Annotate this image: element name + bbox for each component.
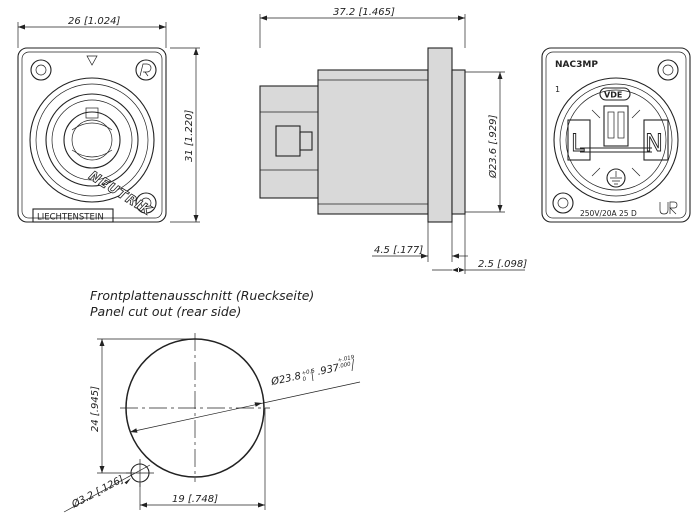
live-label: L (571, 129, 585, 157)
neutral-terminal (643, 119, 669, 161)
mounting-flange (427, 47, 453, 223)
offset-dimension: 2.5 [.098] (478, 259, 527, 270)
front-height-dimension: 31 [1.220] (184, 110, 195, 162)
neutral-label: N (645, 129, 663, 157)
front-width-dimension: 26 [1.024] (68, 16, 120, 27)
rear-view: NAC3MP 1 VDE L N 250V/20A 25 D (541, 47, 691, 223)
rear-contacts (259, 85, 321, 199)
mount-hole-bottom-right (135, 192, 157, 214)
ur-mark-icon (659, 201, 678, 215)
hole-inch-tol-upper: +.019 (337, 354, 355, 363)
cutout-width-dimension: 19 [.748] (172, 494, 218, 505)
small-hole-dimension: Ø3.2 [.126] (69, 473, 126, 511)
hole-tolerance-upper: +0.5 (301, 368, 316, 377)
latch-logo-icon (135, 59, 157, 81)
side-view: 37.2 [1.465] Ø23.6 [.929] 4.5 [.177] 2. (259, 7, 527, 274)
mount-hole-top-left (30, 59, 52, 81)
receptacle-outer-ring (29, 77, 155, 203)
hole-diameter-dimension: Ø23.8 (269, 370, 302, 388)
rear-plate (541, 47, 691, 223)
latch-triangle-icon (86, 55, 98, 66)
live-terminal (567, 119, 591, 161)
vde-label: VDE (604, 91, 622, 100)
hole-inch-tol-lower: .000 (338, 361, 352, 370)
rear-mount-hole-top-right (657, 59, 679, 81)
model-label: NAC3MP (555, 60, 598, 70)
receptacle-inner-insert (63, 111, 121, 169)
rating-label: 250V/20A 25 D (580, 209, 637, 218)
hole-inch-dimension: .937 (316, 362, 341, 378)
panel-cutout: Frontplattenausschnitt (Rueckseite) Pane… (63, 288, 361, 513)
cutout-height-dimension: 24 [.945] (90, 386, 101, 432)
label-plate-text: LIECHTENSTEIN (37, 213, 104, 223)
side-diameter-dimension: Ø23.6 [.929] (487, 115, 499, 179)
rear-mount-hole-bottom-left (552, 192, 574, 214)
rear-insert-outer (553, 77, 679, 203)
hole-tolerance-lower: 0 (302, 376, 307, 383)
earth-icon (606, 168, 626, 188)
flange-thickness-dimension: 4.5 [.177] (374, 245, 423, 256)
front-view: 26 [1.024] 31 [1.220] NEUTRIK LIECHT (17, 16, 200, 223)
vde-badge (599, 87, 631, 101)
side-length-dimension: 37.2 [1.465] (333, 7, 395, 18)
pin-1-label: 1 (555, 85, 560, 94)
connector-body (317, 69, 429, 215)
label-plate (32, 208, 114, 223)
cutout-caption-german: Frontplattenausschnitt (Rueckseite) (90, 288, 314, 303)
cutout-caption-english: Panel cut out (rear side) (90, 304, 241, 319)
